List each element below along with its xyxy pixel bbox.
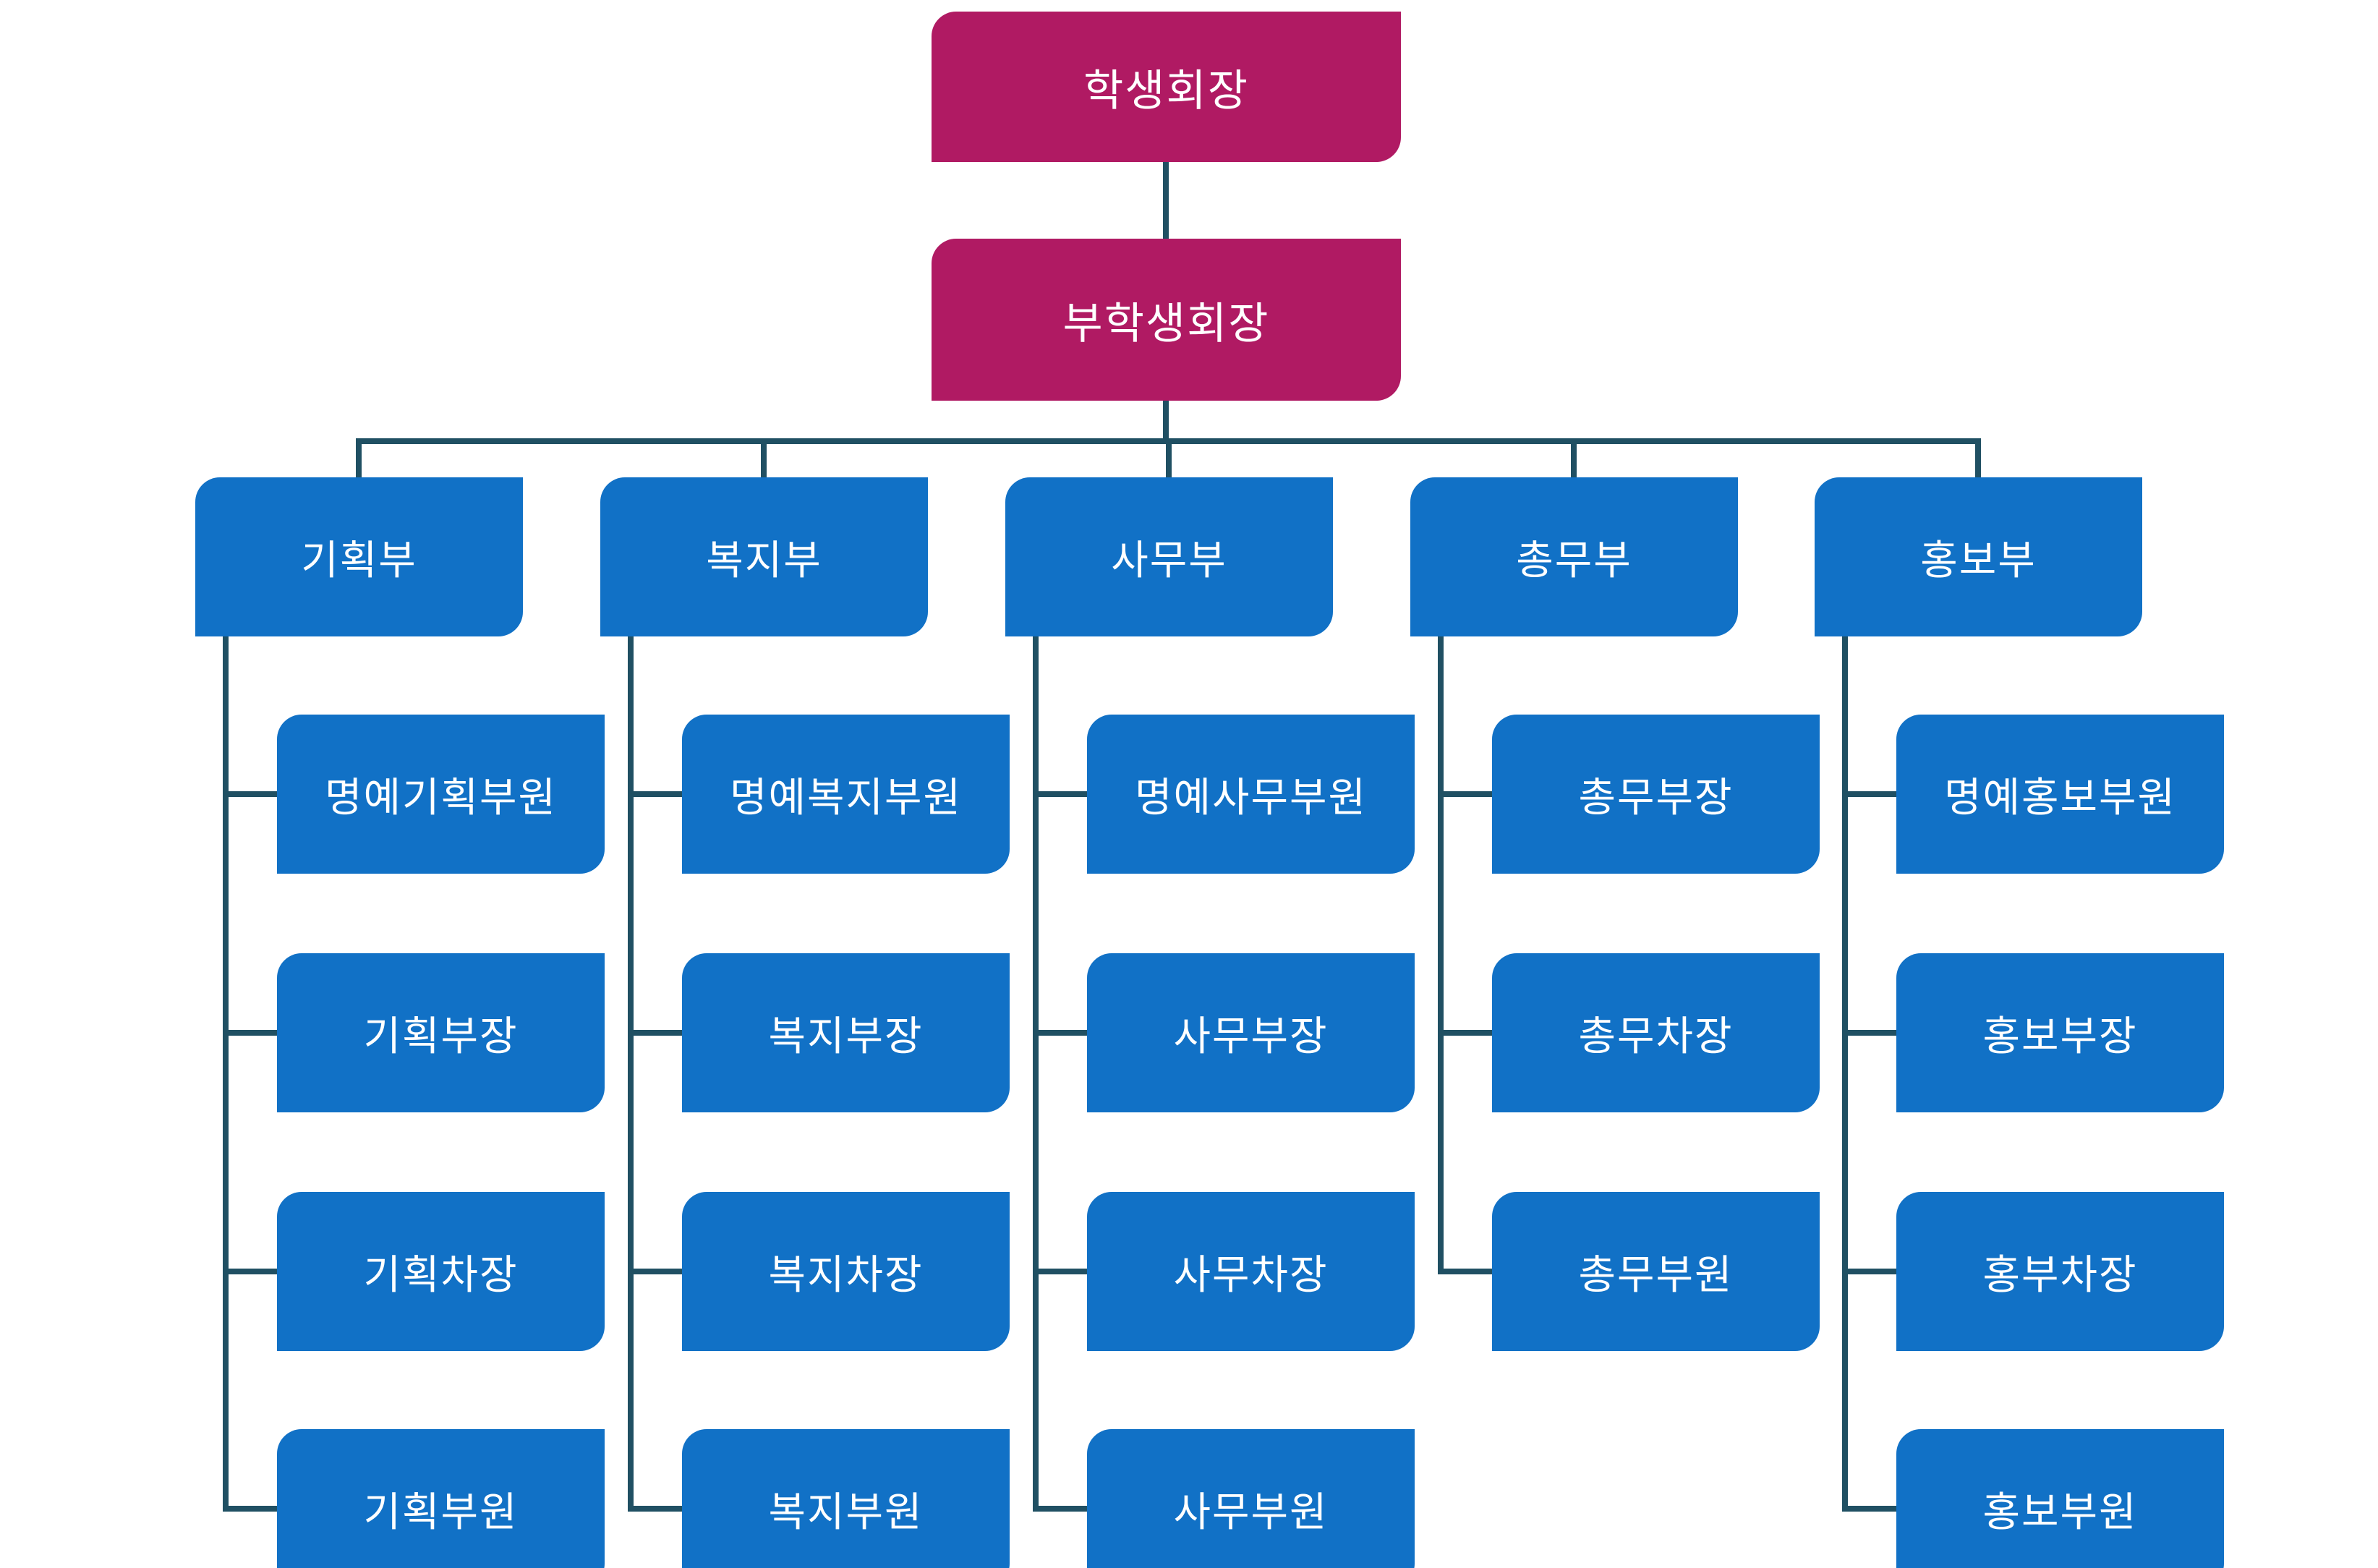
connector-stub <box>223 1269 281 1274</box>
node-member: 명예사무부원 <box>1087 715 1415 874</box>
dept-column-planning: 기획부 명예기획부원 기획부장 기획차장 기획부원 <box>195 477 605 1568</box>
node-member: 복지부장 <box>682 953 1010 1112</box>
connector-stub <box>1842 1506 1900 1512</box>
node-dept-admin: 사무부 <box>1005 477 1333 636</box>
connector-drop-welfare <box>761 441 767 477</box>
node-member: 총무부원 <box>1492 1192 1820 1351</box>
node-dept-general-affairs: 총무부 <box>1410 477 1738 636</box>
connector-stub <box>1033 1030 1091 1036</box>
connector-president-vice <box>1163 162 1169 239</box>
node-member: 총무차장 <box>1492 953 1820 1112</box>
node-member: 홍부차장 <box>1896 1192 2224 1351</box>
node-member: 사무차장 <box>1087 1192 1415 1351</box>
connector-stub <box>628 1506 686 1512</box>
connector-stub <box>628 1269 686 1274</box>
node-dept-planning: 기획부 <box>195 477 523 636</box>
connector-hang-welfare <box>628 636 634 1509</box>
connector-drop-general-affairs <box>1571 441 1577 477</box>
node-dept-welfare: 복지부 <box>600 477 928 636</box>
node-member: 명예기획부원 <box>277 715 605 874</box>
connector-drop-admin <box>1166 441 1172 477</box>
node-member: 명예복지부원 <box>682 715 1010 874</box>
node-dept-pr: 홍보부 <box>1815 477 2142 636</box>
connector-drop-pr <box>1975 441 1981 477</box>
node-member: 총무부장 <box>1492 715 1820 874</box>
node-member: 사무부장 <box>1087 953 1415 1112</box>
node-member: 홍보부원 <box>1896 1429 2224 1568</box>
dept-column-admin: 사무부 명예사무부원 사무부장 사무차장 사무부원 <box>1005 477 1415 1568</box>
node-member: 기획부원 <box>277 1429 605 1568</box>
connector-vice-bus <box>1163 401 1169 441</box>
connector-stub <box>223 791 281 797</box>
node-vice-president: 부학생회장 <box>932 239 1401 401</box>
connector-stub <box>1438 1269 1496 1274</box>
dept-column-pr: 홍보부 명예홍보부원 홍보부장 홍부차장 홍보부원 <box>1815 477 2224 1568</box>
connector-stub <box>628 1030 686 1036</box>
node-member: 기획차장 <box>277 1192 605 1351</box>
dept-column-welfare: 복지부 명예복지부원 복지부장 복지차장 복지부원 <box>600 477 1010 1568</box>
connector-hang-general-affairs <box>1438 636 1444 1271</box>
connector-stub <box>1438 1030 1496 1036</box>
connector-stub <box>628 791 686 797</box>
connector-stub <box>1438 791 1496 797</box>
node-member: 복지차장 <box>682 1192 1010 1351</box>
connector-stub <box>1033 1269 1091 1274</box>
node-member: 홍보부장 <box>1896 953 2224 1112</box>
connector-stub <box>223 1030 281 1036</box>
connector-hang-planning <box>223 636 229 1509</box>
connector-stub <box>223 1506 281 1512</box>
connector-stub <box>1842 791 1900 797</box>
connector-drop-planning <box>356 441 362 477</box>
dept-column-general-affairs: 총무부 총무부장 총무차장 총무부원 <box>1410 477 1820 1568</box>
connector-stub <box>1842 1269 1900 1274</box>
node-president: 학생회장 <box>932 12 1401 162</box>
node-member: 명예홍보부원 <box>1896 715 2224 874</box>
node-member: 기획부장 <box>277 953 605 1112</box>
connector-stub <box>1033 1506 1091 1512</box>
connector-stub <box>1033 791 1091 797</box>
connector-hang-pr <box>1842 636 1848 1509</box>
connector-stub <box>1842 1030 1900 1036</box>
connector-hang-admin <box>1033 636 1039 1509</box>
node-member: 복지부원 <box>682 1429 1010 1568</box>
node-member: 사무부원 <box>1087 1429 1415 1568</box>
